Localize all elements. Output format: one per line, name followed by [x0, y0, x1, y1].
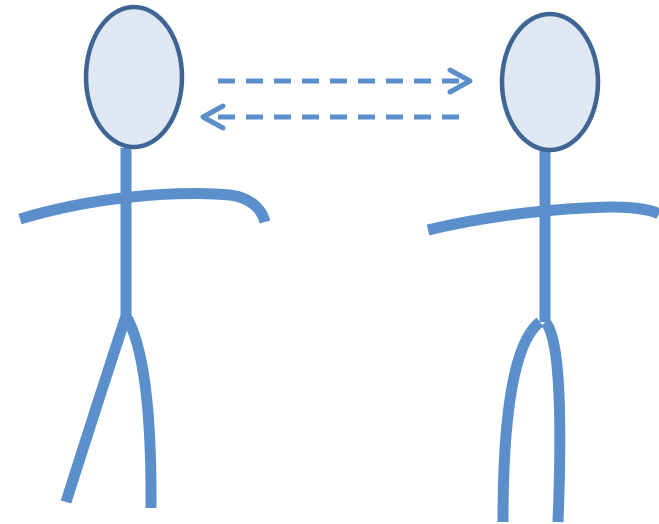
left-person-head [86, 7, 182, 147]
right-person-right-leg [545, 322, 560, 522]
arrow-to-left [203, 106, 459, 128]
left-person-left-leg [66, 316, 126, 502]
right-person-left-leg [503, 322, 540, 522]
left-person-right-leg [126, 316, 151, 508]
left-person-arms [20, 194, 265, 222]
arrow-to-right [218, 70, 470, 92]
right-person [428, 14, 659, 522]
right-person-head [502, 14, 598, 150]
